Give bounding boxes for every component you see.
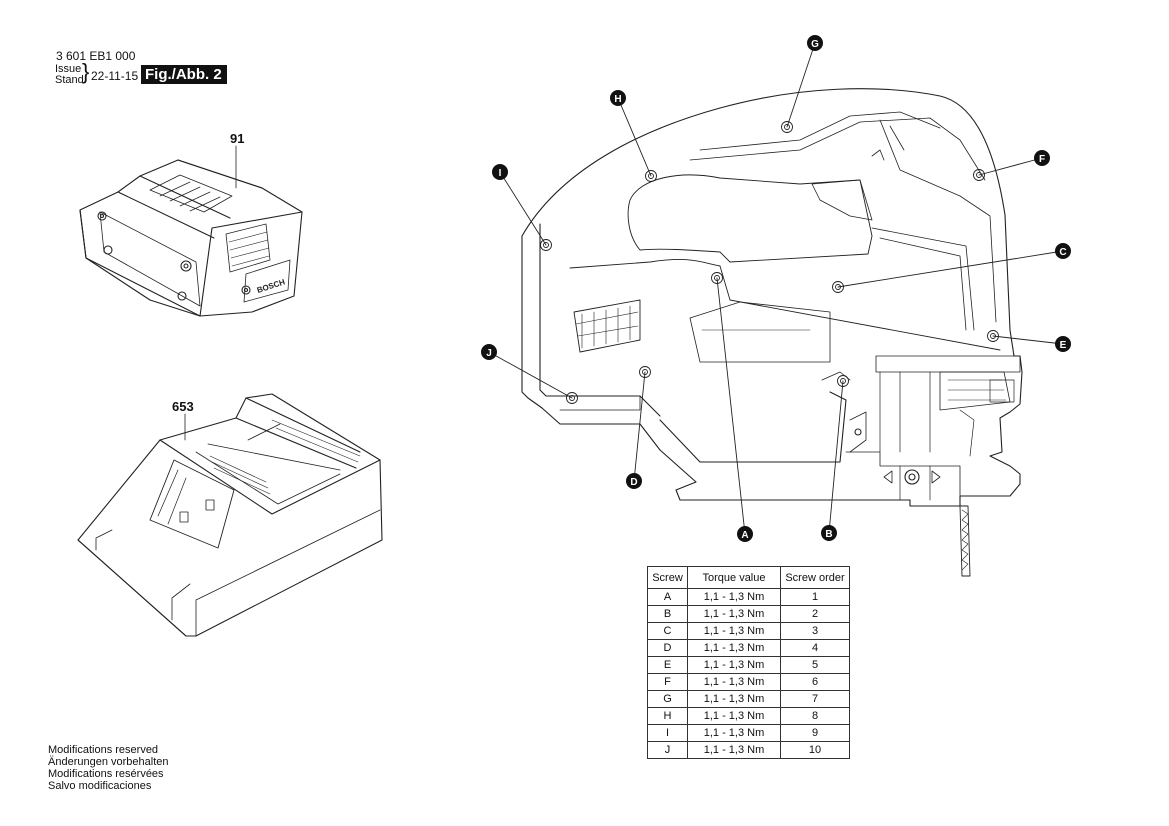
cell-order: 8 xyxy=(780,707,850,725)
svg-text:D: D xyxy=(630,477,637,488)
leader-lines xyxy=(488,42,1064,535)
note-es: Salvo modificaciones xyxy=(48,780,152,792)
callout-f: F xyxy=(1034,150,1050,166)
svg-text:E: E xyxy=(1060,340,1067,351)
charger-part-number: 653 xyxy=(172,399,194,414)
note-en: Modifications reserved xyxy=(48,744,159,756)
screw-j xyxy=(566,392,578,404)
cell-screw: E xyxy=(647,656,688,674)
svg-text:F: F xyxy=(1039,154,1045,165)
figure-label: Fig./Abb. 2 xyxy=(141,65,227,84)
cell-order: 1 xyxy=(780,588,850,606)
svg-text:J: J xyxy=(486,348,492,359)
cell-screw: C xyxy=(647,622,688,640)
cell-screw: A xyxy=(647,588,688,606)
cell-screw: F xyxy=(647,673,688,691)
cell-order: 9 xyxy=(780,724,850,742)
callout-j: J xyxy=(481,344,497,360)
callout-h: H xyxy=(610,90,626,106)
callouts: A B C D E F G H I J xyxy=(481,35,1071,542)
cell-screw: D xyxy=(647,639,688,657)
svg-text:H: H xyxy=(614,94,621,105)
cell-screw: H xyxy=(647,707,688,725)
cell-order: 4 xyxy=(780,639,850,657)
cell-order: 5 xyxy=(780,656,850,674)
callout-c: C xyxy=(1055,243,1071,259)
cell-torque: 1,1 - 1,3 Nm xyxy=(687,622,781,640)
battery-brand-text: BOSCH xyxy=(256,277,286,295)
battery-part-number: 91 xyxy=(230,131,245,146)
cell-torque: 1,1 - 1,3 Nm xyxy=(687,724,781,742)
cell-order: 6 xyxy=(780,673,850,691)
note-de: Änderungen vorbehalten xyxy=(48,756,169,768)
cell-torque: 1,1 - 1,3 Nm xyxy=(687,673,781,691)
modification-notes: Modifications reserved Änderungen vorbeh… xyxy=(48,744,168,792)
cell-order: 7 xyxy=(780,690,850,708)
header-screw-order: Screw order xyxy=(780,566,850,589)
note-fr: Modifications resérvées xyxy=(48,768,164,780)
charger-drawing xyxy=(77,393,383,637)
svg-text:G: G xyxy=(811,39,819,50)
svg-text:A: A xyxy=(741,530,748,541)
table-header-row: Screw Torque value Screw order xyxy=(647,566,850,589)
issue-label: Issue xyxy=(55,63,82,75)
cell-order: 2 xyxy=(780,605,850,623)
cell-order: 3 xyxy=(780,622,850,640)
header-torque-value: Torque value xyxy=(687,566,781,589)
header-screw: Screw xyxy=(647,566,688,589)
cell-torque: 1,1 - 1,3 Nm xyxy=(687,690,781,708)
jigsaw-drawing xyxy=(521,88,1023,577)
issue-stand-labels: Issue Stand xyxy=(55,64,84,86)
cell-torque: 1,1 - 1,3 Nm xyxy=(687,588,781,606)
svg-text:C: C xyxy=(1059,247,1066,258)
screw-i xyxy=(540,239,552,251)
callout-b: B xyxy=(821,525,837,541)
cell-screw: B xyxy=(647,605,688,623)
svg-text:B: B xyxy=(825,529,832,540)
callout-a: A xyxy=(737,526,753,542)
cell-torque: 1,1 - 1,3 Nm xyxy=(687,639,781,657)
svg-text:I: I xyxy=(499,168,502,179)
cell-torque: 1,1 - 1,3 Nm xyxy=(687,656,781,674)
cell-torque: 1,1 - 1,3 Nm xyxy=(687,707,781,725)
battery-pack-drawing: BOSCH xyxy=(79,145,303,317)
cell-torque: 1,1 - 1,3 Nm xyxy=(687,741,781,759)
stand-label: Stand xyxy=(55,74,84,86)
issue-brace: } xyxy=(82,59,90,84)
cell-torque: 1,1 - 1,3 Nm xyxy=(687,605,781,623)
screw-marks xyxy=(540,121,999,404)
cell-screw: I xyxy=(647,724,688,742)
screw-h xyxy=(645,170,657,182)
callout-g: G xyxy=(807,35,823,51)
cell-screw: J xyxy=(647,741,688,759)
issue-date: 22-11-15 xyxy=(91,69,139,83)
callout-i: I xyxy=(492,164,508,180)
screw-g xyxy=(781,121,793,133)
document-number: 3 601 EB1 000 xyxy=(56,49,136,63)
screw-f xyxy=(973,169,985,181)
callout-d: D xyxy=(626,473,642,489)
callout-e: E xyxy=(1055,336,1071,352)
cell-order: 10 xyxy=(780,741,850,759)
cell-screw: G xyxy=(647,690,688,708)
